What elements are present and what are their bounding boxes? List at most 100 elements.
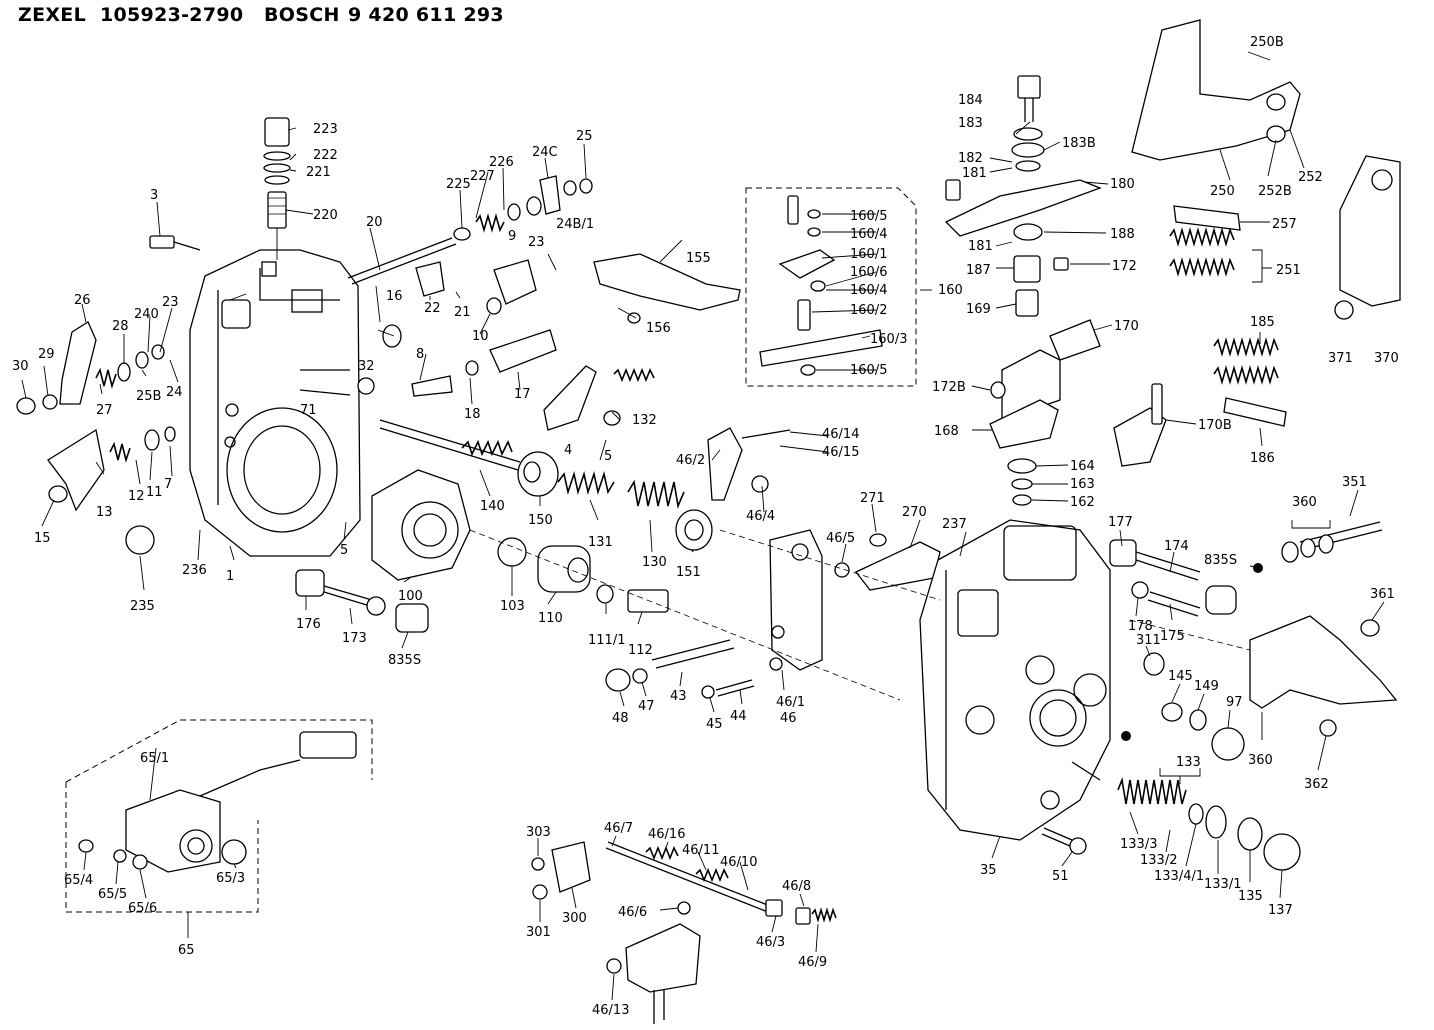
label-46-3: 46/3 (756, 935, 785, 950)
label-110: 110 (538, 611, 563, 626)
label-112: 112 (628, 643, 653, 658)
pump-housing-1 (189, 249, 361, 557)
label-173: 173 (342, 631, 367, 646)
label-9: 9 (508, 229, 516, 244)
label-27: 27 (96, 403, 113, 418)
label-131: 131 (588, 535, 613, 550)
label-22: 22 (424, 301, 441, 316)
label-351: 351 (1342, 475, 1367, 490)
label-178: 178 (1128, 619, 1153, 634)
label-111-1: 111/1 (588, 633, 625, 648)
label-97: 97 (1226, 695, 1243, 710)
label-26: 26 (74, 293, 91, 308)
springs-131-130 (557, 471, 713, 551)
label-29: 29 (38, 347, 55, 362)
label-46-2: 46/2 (676, 453, 705, 468)
label-103: 103 (500, 599, 525, 614)
label-46: 46 (780, 711, 797, 726)
label-222: 222 (313, 148, 338, 163)
shaft-20 (347, 237, 457, 285)
label-25b: 25B (136, 389, 161, 404)
label-71: 71 (300, 403, 317, 418)
label-362: 362 (1304, 777, 1329, 792)
label-65-4: 65/4 (64, 873, 93, 888)
label-163: 163 (1070, 477, 1095, 492)
label-188: 188 (1110, 227, 1135, 242)
label-46-5: 46/5 (826, 531, 855, 546)
label-3: 3 (150, 188, 158, 203)
label-65: 65 (178, 943, 195, 958)
label-183: 183 (958, 116, 983, 131)
lever-set-160 (759, 195, 883, 376)
label-835s-left: 835S (388, 653, 421, 668)
label-175: 175 (1160, 629, 1185, 644)
label-18: 18 (464, 407, 481, 422)
header-bosch-part-number: 9 420 611 293 (348, 4, 504, 26)
label-227: 227 (470, 169, 495, 184)
part-labels: 223 222 221 220 3 20 225 227 226 24C 25 … (12, 35, 1399, 1018)
label-181-top: 181 (962, 166, 987, 181)
label-1: 1 (226, 569, 234, 584)
brackets-155-4 (543, 253, 741, 431)
label-133-3: 133/3 (1120, 837, 1157, 852)
label-5-mid: 5 (604, 449, 612, 464)
label-252: 252 (1298, 170, 1323, 185)
label-370: 370 (1374, 351, 1399, 366)
label-251: 251 (1276, 263, 1301, 278)
label-160-5-bottom: 160/5 (850, 363, 887, 378)
drive-shaft-140 (379, 419, 521, 471)
label-176: 176 (296, 617, 321, 632)
label-155: 155 (686, 251, 711, 266)
label-46-15: 46/15 (822, 445, 859, 460)
label-35: 35 (980, 863, 997, 878)
label-140: 140 (480, 499, 505, 514)
explode-lines (469, 529, 1251, 701)
label-177: 177 (1108, 515, 1133, 530)
bolt-51 (1041, 827, 1087, 855)
label-360-bottom: 360 (1248, 753, 1273, 768)
label-46-4: 46/4 (746, 509, 775, 524)
label-182: 182 (958, 151, 983, 166)
label-172b: 172B (932, 380, 966, 395)
label-235: 235 (130, 599, 155, 614)
label-180: 180 (1110, 177, 1135, 192)
label-130: 130 (642, 555, 667, 570)
label-30: 30 (12, 359, 29, 374)
label-184: 184 (958, 93, 983, 108)
label-169: 169 (966, 302, 991, 317)
label-270: 270 (902, 505, 927, 520)
reference-dots (1121, 563, 1263, 741)
label-4: 4 (564, 443, 572, 458)
label-237: 237 (942, 517, 967, 532)
label-181-mid: 181 (968, 239, 993, 254)
label-32: 32 (358, 359, 375, 374)
group-160-dashed-box (745, 187, 917, 387)
label-133-4-1: 133/4/1 (1154, 869, 1204, 884)
label-28: 28 (112, 319, 129, 334)
label-65-6: 65/6 (128, 901, 157, 916)
linkage-26-15 (16, 321, 176, 555)
label-133: 133 (1176, 755, 1201, 770)
label-46-1: 46/1 (776, 695, 805, 710)
label-271: 271 (860, 491, 885, 506)
label-240: 240 (134, 307, 159, 322)
group-65-dashed-box (65, 719, 373, 913)
label-835s-right: 835S (1204, 553, 1237, 568)
label-185: 185 (1250, 315, 1275, 330)
label-170b: 170B (1198, 418, 1232, 433)
label-46-16: 46/16 (648, 827, 685, 842)
header-brand-zexel: ZEXEL (18, 4, 86, 26)
label-303: 303 (526, 825, 551, 840)
label-137: 137 (1268, 903, 1293, 918)
right-side-fittings (1109, 521, 1398, 761)
label-46-9: 46/9 (798, 955, 827, 970)
label-45: 45 (706, 717, 723, 732)
label-160-6: 160/6 (850, 265, 887, 280)
label-150: 150 (528, 513, 553, 528)
label-7: 7 (164, 477, 172, 492)
hydraulic-head-35 (919, 519, 1111, 841)
label-156: 156 (646, 321, 671, 336)
label-25: 25 (576, 129, 593, 144)
label-160-2: 160/2 (850, 303, 887, 318)
governor-linkage-225-25 (149, 175, 593, 397)
